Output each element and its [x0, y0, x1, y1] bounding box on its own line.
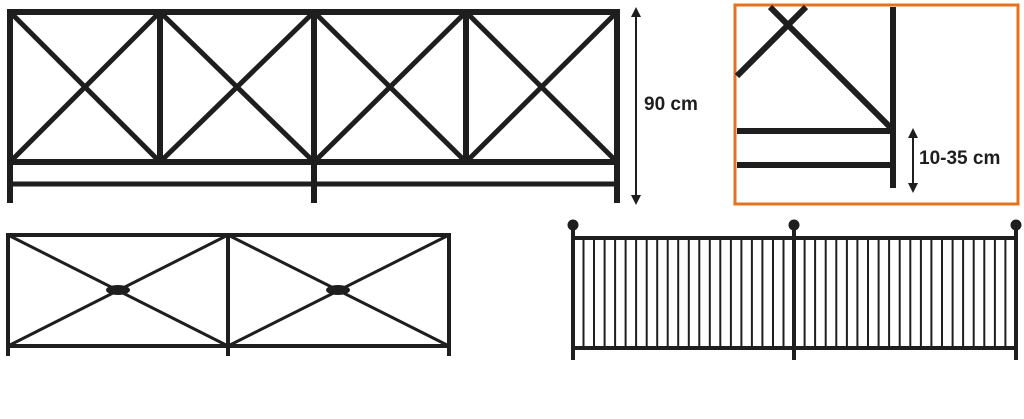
gap-label: 10-35 cm	[919, 148, 1000, 169]
fence-thin-x-panels	[6, 233, 451, 356]
post-cap-icon	[788, 219, 800, 231]
detail-zoom-content	[734, 4, 896, 188]
height-label: 90 cm	[644, 94, 698, 115]
gap-detail-callout: 10-35 cm	[733, 3, 1020, 206]
center-clamp-icon	[326, 285, 350, 295]
fence-x-diagonals	[8, 10, 619, 164]
fence-vertical-bars	[567, 219, 1022, 360]
detail-highlight-frame	[733, 3, 1020, 206]
post-cap-icon	[567, 219, 579, 231]
center-clamp-icon	[106, 285, 130, 295]
bar-fence-bars	[582, 238, 1007, 348]
detail-diagonal	[767, 4, 896, 133]
fence-x-panels	[7, 9, 620, 203]
post-cap-icon	[1010, 219, 1022, 231]
detail-diagonal	[734, 4, 809, 79]
height-dimension: 90 cm	[631, 6, 698, 205]
